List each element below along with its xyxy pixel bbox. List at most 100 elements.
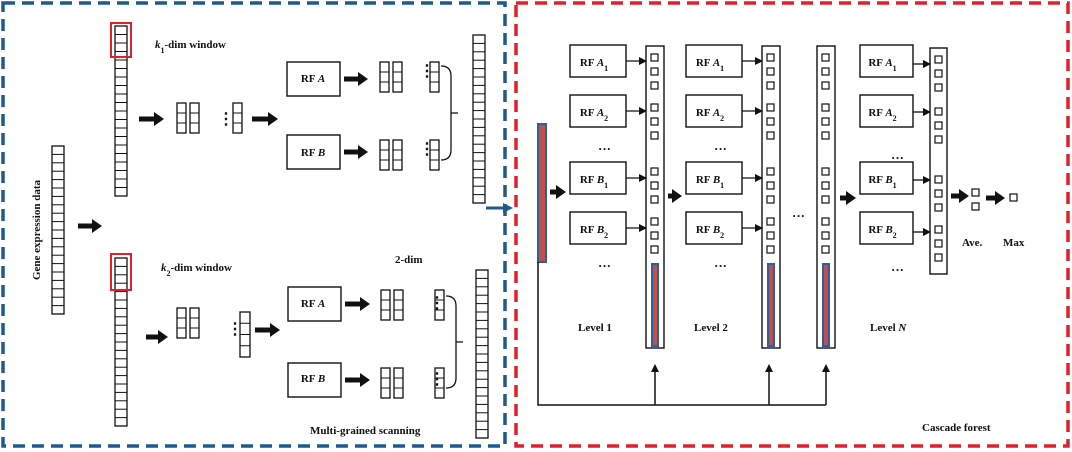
max-label: Max xyxy=(1003,237,1025,249)
level1-forest-label-4: RF B2 xyxy=(580,224,608,240)
dots-2a: ··· xyxy=(714,141,727,156)
level2-class-square xyxy=(766,103,775,112)
forest-prefix: RF xyxy=(580,57,597,69)
dots-between: ··· xyxy=(792,208,805,223)
scanning-panel xyxy=(1,1,507,448)
rf-b-arrow-top-head xyxy=(358,145,368,159)
level2-class-square xyxy=(766,167,775,176)
forest-arrow-top-head xyxy=(268,112,278,126)
forest-prefix: RF xyxy=(868,107,885,119)
cascade-input-arrow-head xyxy=(556,185,566,199)
forest-subscript: 1 xyxy=(720,64,724,73)
level1-class-square xyxy=(650,195,659,204)
dots-2b: ··· xyxy=(714,258,727,273)
average-square-2 xyxy=(971,202,980,211)
level2-class-square xyxy=(766,67,775,76)
levelN-class-square xyxy=(934,203,943,212)
window1-label: k1-dim window xyxy=(155,39,226,55)
level1-class-square xyxy=(650,53,659,62)
class-vec-rf-a-last-top xyxy=(429,61,440,93)
forest-letter: A xyxy=(884,107,892,119)
dots-1b: ··· xyxy=(598,258,611,273)
ellipsis-2: ⋮ xyxy=(419,63,435,80)
level1-forest-1 xyxy=(569,44,627,78)
intermediate-class-square xyxy=(821,67,830,76)
forest-prefix: RF xyxy=(696,224,713,236)
class-vec-rf-a-top-a xyxy=(379,61,390,93)
class-vec-rf-b-last-bottom xyxy=(434,367,445,399)
level2-label: Level 2 xyxy=(694,322,728,334)
slide-arrow-bottom-head xyxy=(158,330,168,344)
forest-letter: B xyxy=(884,224,892,236)
level1-class-square xyxy=(650,181,659,190)
forest-prefix: RF xyxy=(868,174,885,186)
forest-subscript: 1 xyxy=(893,181,897,190)
forest-subscript: 2 xyxy=(893,114,897,123)
level2-class-square xyxy=(766,181,775,190)
forest-letter: A xyxy=(712,107,720,119)
level2-forest-3 xyxy=(685,161,743,195)
max-arrow-head xyxy=(995,191,1005,205)
level2-class-square xyxy=(766,195,775,204)
forest-letter: B xyxy=(884,174,892,186)
forest-letter: B xyxy=(712,224,720,236)
class-vec-rf-b-bottom-a xyxy=(380,367,391,399)
levelN-forest-1 xyxy=(859,44,914,78)
levelN-forest-2 xyxy=(859,94,914,128)
ellipsis-5: ⋮ xyxy=(429,295,445,312)
class-vec-rf-b-bottom-b xyxy=(393,367,404,399)
intermediate-class-square xyxy=(821,81,830,90)
forest-prefix: RF xyxy=(580,174,597,186)
intermediate-to-levelN-arrow-head xyxy=(846,191,856,205)
level2-forest-label-1: RF A1 xyxy=(696,57,724,73)
levelN-class-square xyxy=(934,225,943,234)
max-square xyxy=(1009,193,1018,202)
level1-to-level2-arrow-head xyxy=(672,189,682,203)
level1-class-square xyxy=(650,103,659,112)
input-label: Gene expression data xyxy=(31,179,43,280)
level2-class-square xyxy=(766,81,775,90)
concat-brace-bottom xyxy=(445,295,463,389)
level1-forest-4 xyxy=(569,211,627,245)
window-highlight-top xyxy=(110,22,132,58)
forest-subscript: 2 xyxy=(604,231,608,240)
intermediate-class-square xyxy=(821,217,830,226)
levelN-class-square xyxy=(934,189,943,198)
class-vec-rf-a-last-bottom xyxy=(434,289,445,321)
class-vec-rf-a-top-b xyxy=(392,61,403,93)
forest-letter: A xyxy=(596,57,604,69)
levelN-class-square xyxy=(934,135,943,144)
level2-class-square xyxy=(766,231,775,240)
instance-last-top xyxy=(232,102,243,134)
rf-a-label-top: RF A xyxy=(301,73,325,85)
forest-subscript: 2 xyxy=(720,231,724,240)
level2-class-square xyxy=(766,117,775,126)
forest-letter: A xyxy=(884,57,892,69)
level2-forest-label-4: RF B2 xyxy=(696,224,724,240)
level1-forest-label-3: RF B1 xyxy=(580,174,608,190)
level2-class-square xyxy=(766,131,775,140)
levelN-forest-label-2: RF A2 xyxy=(868,107,896,123)
forest-subscript: 2 xyxy=(604,114,608,123)
levelN-class-square xyxy=(934,55,943,64)
rf-a-label-bottom: RF A xyxy=(301,298,325,310)
forest-letter: B xyxy=(596,174,604,186)
rf-a-arrow-top-head xyxy=(358,72,368,86)
levelN-column xyxy=(929,47,948,275)
ellipsis-1: ⋮ xyxy=(218,111,234,128)
forest-subscript: 1 xyxy=(893,64,897,73)
level1-forest-label-1: RF A1 xyxy=(580,57,608,73)
intermediate-class-square xyxy=(821,117,830,126)
forest-letter: B xyxy=(596,224,604,236)
class-vec-rf-a-bottom-a xyxy=(380,289,391,321)
ave-label: Ave. xyxy=(962,237,983,249)
rf-b-label-bottom: RF B xyxy=(301,373,325,385)
forest-letter: A xyxy=(712,57,720,69)
level1-class-square xyxy=(650,231,659,240)
dots-1a: ··· xyxy=(598,141,611,156)
forest-subscript: 1 xyxy=(604,64,608,73)
forest-letter: B xyxy=(712,174,720,186)
forest-prefix: RF xyxy=(580,224,597,236)
forest-subscript: 2 xyxy=(893,231,897,240)
